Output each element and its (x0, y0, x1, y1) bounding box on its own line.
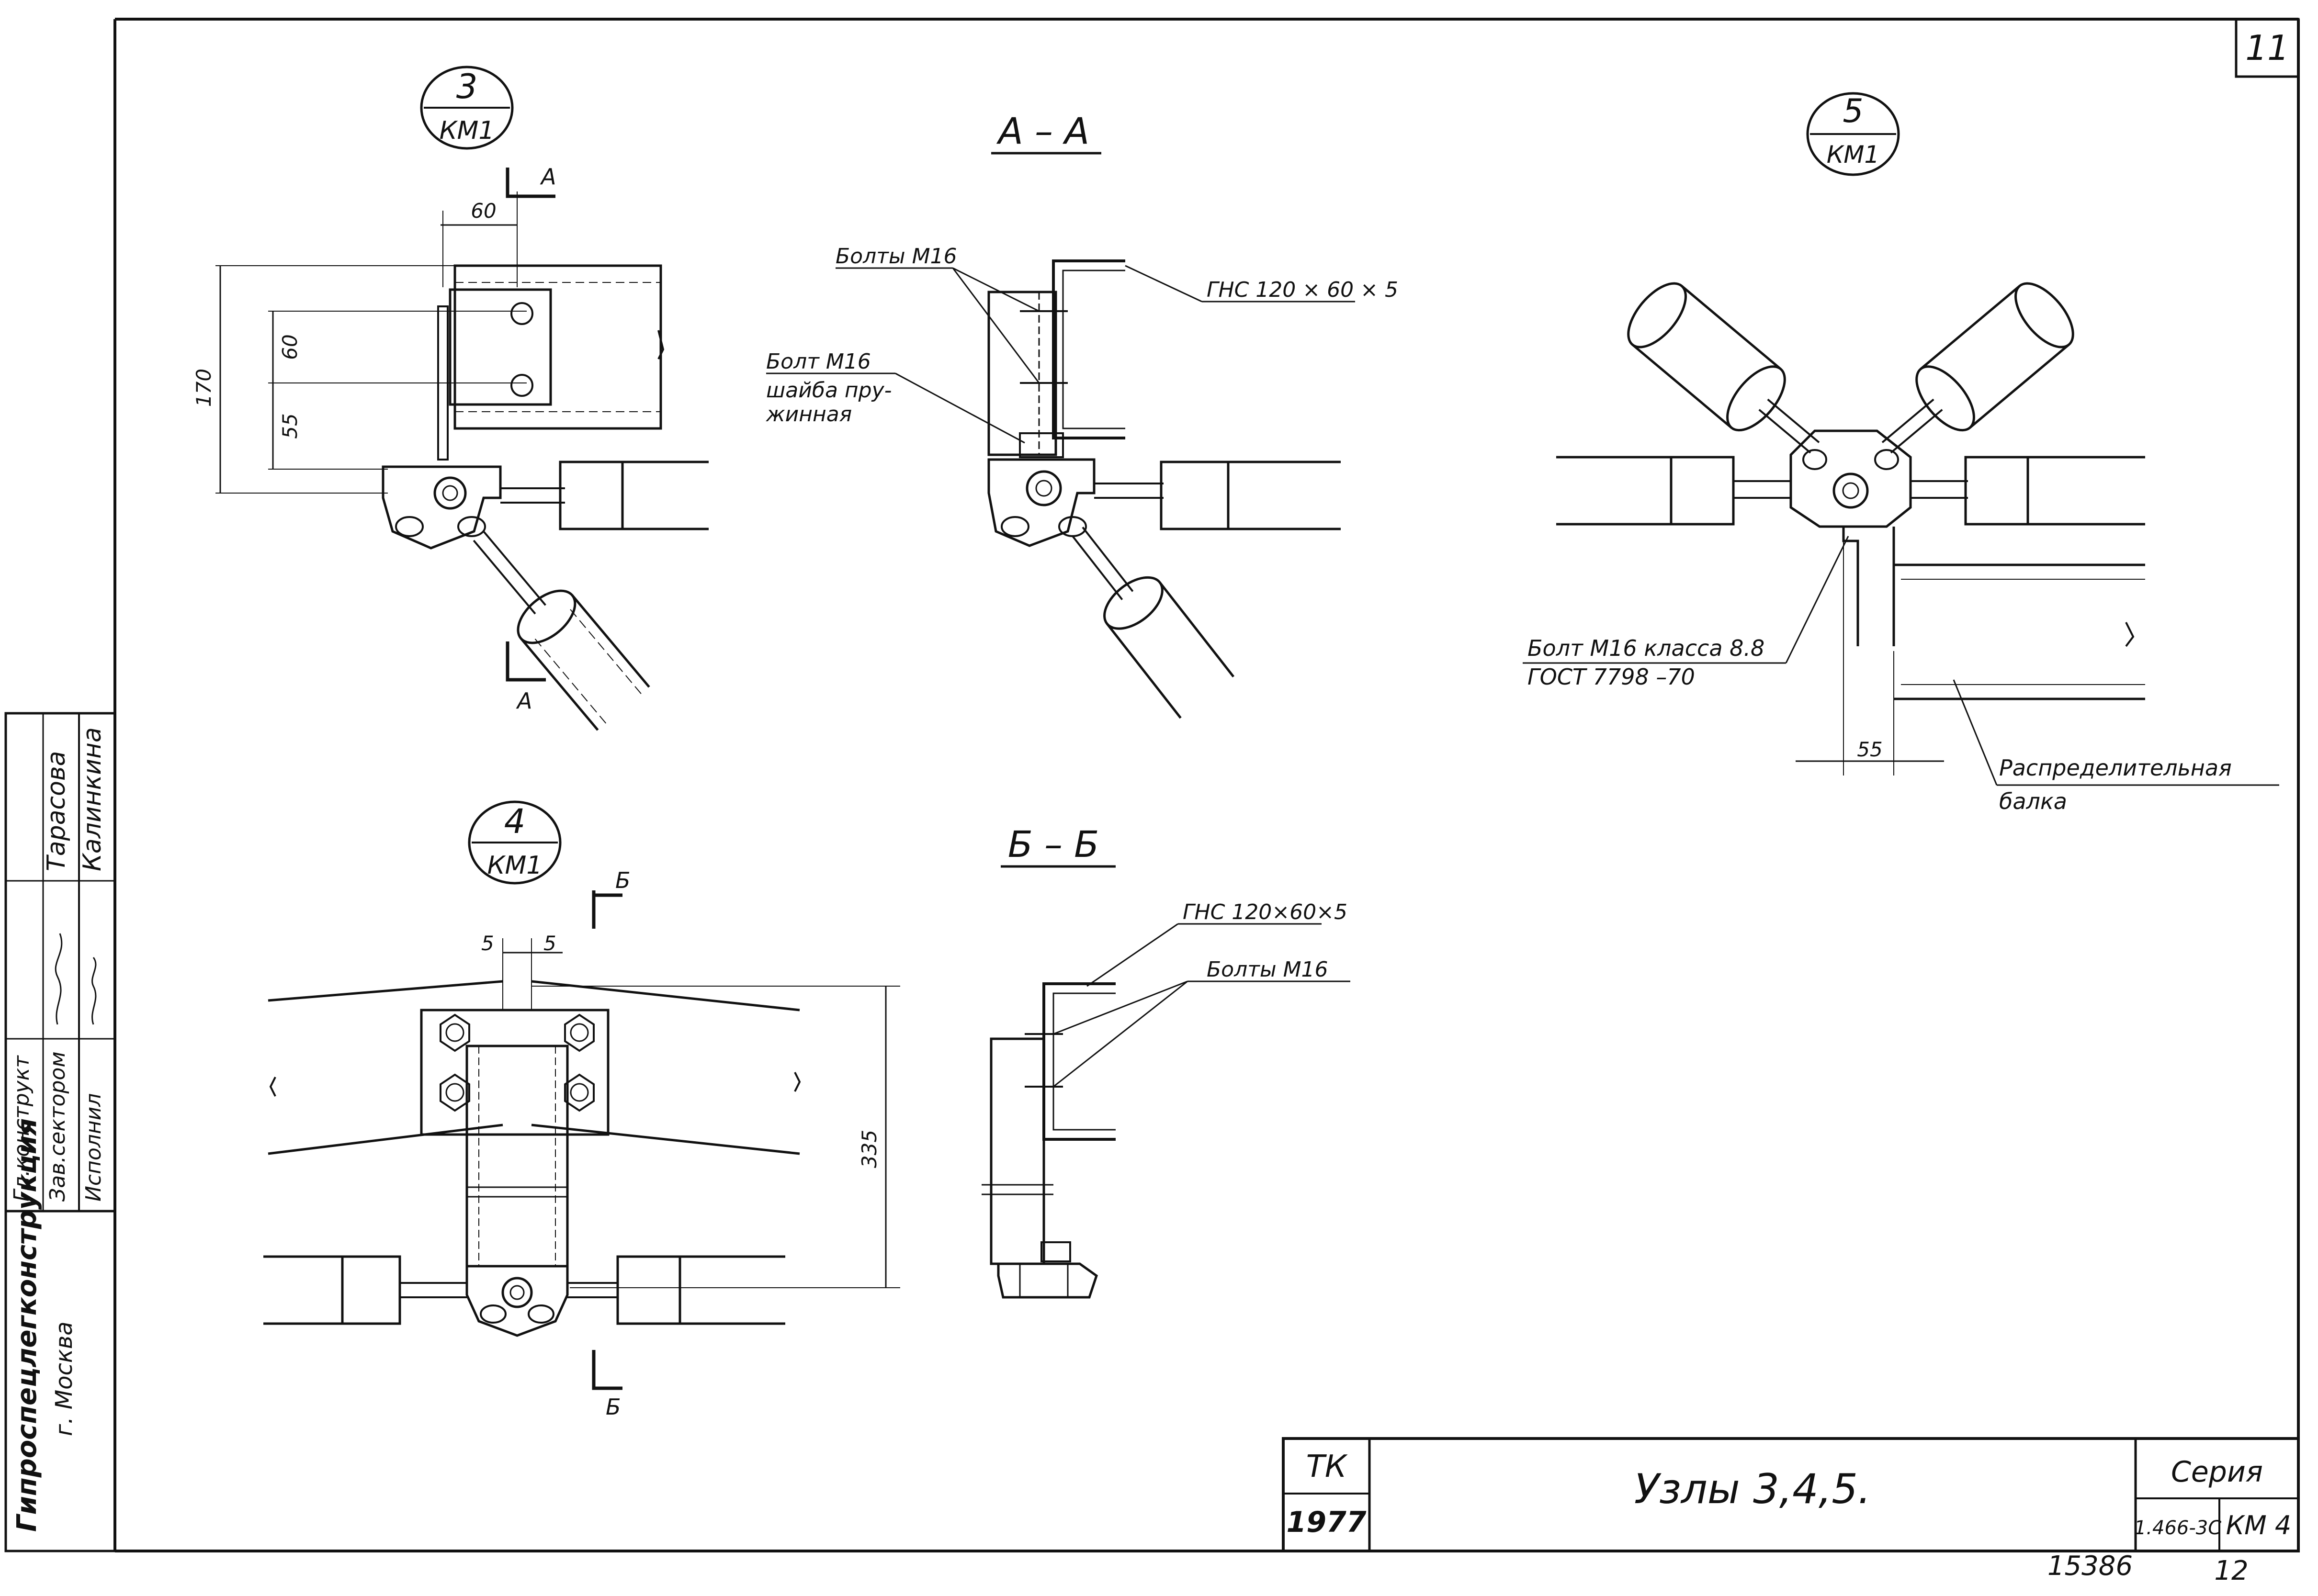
node-3-dim-60: 60 (278, 334, 302, 360)
section-b-b-title: Б – Б (1008, 823, 1099, 865)
section-a-a-title: А – А (996, 110, 1089, 152)
section-a-a: А – А Болты М16 (766, 110, 1398, 719)
left-stamp: Гипроспецлегконструкция г. Москва Гл.кон… (4, 712, 116, 1552)
bottom-number: 12 (2214, 1555, 2248, 1586)
node-4-cut-mark-bottom: Б (606, 1394, 621, 1420)
series-number: 1.466-3С (2134, 1517, 2221, 1539)
drawing-title: Узлы 3,4,5. (1634, 1465, 1871, 1513)
signature-kalinkina (91, 957, 97, 1025)
title-year: 1977 (1287, 1506, 1367, 1539)
node-4-cut-mark-top: Б (615, 867, 631, 893)
node-3-callout: 3 КМ1 (420, 66, 514, 150)
node-5-callout: 5 КМ1 (1806, 92, 1900, 176)
node-5-ref: КМ1 (1827, 141, 1879, 169)
node-5-label-beam-2: балка (1999, 788, 2067, 814)
bb-label-bolts: Болты М16 (1207, 957, 1328, 982)
node-3-dim-170: 170 (192, 369, 215, 407)
node-5-num: 5 (1843, 92, 1863, 130)
bb-label-profile: ГНС 120×60×5 (1183, 900, 1347, 924)
stamp-city: г. Москва (51, 1321, 78, 1436)
node-3-dim-60-top: 60 (471, 199, 496, 223)
node-3-dim-55: 55 (278, 413, 302, 438)
aa-label-washer-2: жинная (766, 402, 852, 427)
aa-label-profile: ГНС 120 × 60 × 5 (1207, 278, 1398, 302)
stamp-role-0: Гл.конструкт (10, 1055, 34, 1202)
stamp-name-0: Тарасова (42, 751, 71, 871)
node-4-num: 4 (504, 802, 526, 841)
node-5-dim-55: 55 (1857, 738, 1882, 761)
node-4-detail: 4 КМ1 Б Б 5 5 (263, 800, 900, 1420)
node-4-dim-5-right: 5 (543, 932, 556, 955)
node-3-ref: КМ1 (440, 116, 495, 145)
section-b-b: Б – Б ГНС 120×60×5 Болты М16 (982, 823, 1350, 1299)
node-3-cut-mark-top: А (540, 164, 556, 190)
node-4-callout: 4 КМ1 (468, 800, 562, 885)
inventory-number: 15386 (2047, 1551, 2133, 1582)
node-3-detail: 3 КМ1 А А 60 170 60 55 (192, 66, 709, 731)
page-number-box: 11 (2235, 18, 2300, 78)
stamp-role-2: Исполнил (81, 1093, 106, 1202)
node-4-ref: КМ1 (487, 851, 543, 880)
stamp-name-1: Калинкина (78, 727, 107, 871)
node-3-cut-mark-bottom: А (516, 688, 532, 714)
aa-label-bolts: Болты М16 (836, 244, 957, 269)
sheet-code: КМ 4 (2226, 1510, 2291, 1540)
signature-tarasova (55, 933, 63, 1025)
title-code: ТК (1306, 1449, 1348, 1484)
node-5-label-gost: ГОСТ 7798 –70 (1527, 664, 1695, 690)
stamp-org: Гипроспецлегконструкция (11, 1118, 43, 1532)
title-block: ТК 1977 Узлы 3,4,5. Серия 1.466-3С КМ 4 (1282, 1437, 2300, 1552)
node-4-dim-5-left: 5 (481, 932, 494, 955)
node-3-num: 3 (456, 67, 478, 106)
aa-label-bolt: Болт М16 (766, 349, 871, 374)
node-5-label-beam-1: Распределительная (1999, 755, 2232, 781)
stamp-role-1: Зав.сектором (45, 1051, 70, 1202)
page-number: 11 (2245, 28, 2289, 68)
series-label: Серия (2171, 1455, 2263, 1489)
node-5-label-bolt: Болт М16 класса 8.8 (1527, 635, 1764, 661)
aa-label-washer-1: шайба пру- (766, 378, 892, 403)
node-5-detail: 5 КМ1 (1523, 92, 2279, 814)
node-4-dim-335: 335 (858, 1130, 881, 1168)
